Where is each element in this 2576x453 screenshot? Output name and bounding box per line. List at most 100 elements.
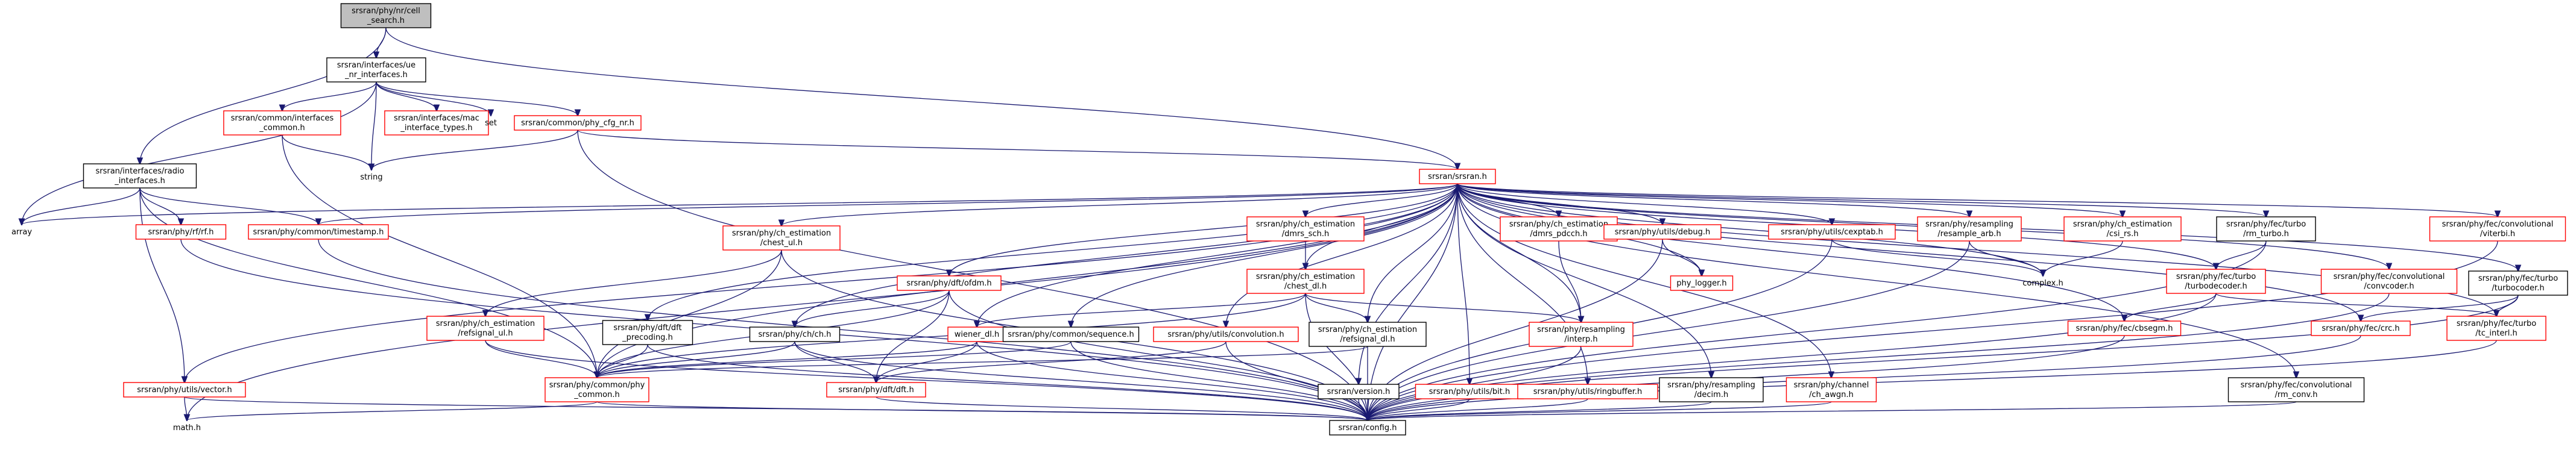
node-timestamp[interactable]: srsran/phy/common/timestamp.h: [248, 224, 389, 240]
edge-rm-conv-to-config: [1368, 401, 2297, 420]
node-label: _common.h: [573, 390, 620, 399]
node-root[interactable]: srsran/phy/nr/cell_search.h: [340, 3, 432, 28]
node-rm-conv[interactable]: srsran/phy/fec/convolutional/rm_conv.h: [2227, 377, 2365, 402]
edge-turbodecoder-to-cbsegm: [2124, 293, 2217, 321]
edge-srsran-h-to-refsignal-dl: [1368, 183, 1458, 322]
node-dft[interactable]: srsran/phy/dft/dft.h: [826, 382, 926, 398]
node-radio-if[interactable]: srsran/interfaces/radio_interfaces.h: [83, 163, 197, 189]
node-label: srsran/phy/rf/rf.h: [148, 228, 213, 237]
node-csi-rs[interactable]: srsran/phy/ch_estimation/csi_rs.h: [2063, 216, 2182, 242]
node-label: srsran/phy/utils/vector.h: [137, 386, 232, 395]
node-interp[interactable]: srsran/phy/resampling/interp.h: [1529, 322, 1634, 347]
node-config[interactable]: srsran/config.h: [1329, 420, 1406, 436]
edge-turbodecoder-to-tc-interl: [2215, 293, 2496, 316]
node-label: /refsignal_ul.h: [458, 329, 513, 338]
node-wiener[interactable]: wiener_dl.h: [947, 326, 1006, 342]
edge-rm-turbo-to-turbodecoder: [2216, 240, 2267, 269]
node-decim[interactable]: srsran/phy/resampling/decim.h: [1659, 377, 1764, 402]
edge-root-to-srsran-h: [385, 27, 1457, 169]
node-label: /rm_turbo.h: [2243, 230, 2289, 239]
node-mac-if[interactable]: srsran/interfaces/mac_interface_types.h: [384, 110, 489, 136]
node-chest-dl[interactable]: srsran/phy/ch_estimation/chest_dl.h: [1246, 269, 1365, 294]
node-dmrs-pdcch[interactable]: srsran/phy/ch_estimation/dmrs_pdcch.h: [1500, 216, 1618, 242]
node-sequence[interactable]: srsran/phy/common/sequence.h: [1002, 326, 1140, 342]
node-label: set: [485, 119, 497, 128]
node-viterbi[interactable]: srsran/phy/fec/convolutional/viterbi.h: [2429, 216, 2566, 242]
node-box: [2311, 320, 2411, 336]
node-box: [135, 224, 227, 240]
edge-ue-nr-if-to-common-if: [282, 81, 377, 111]
node-cexptab[interactable]: srsran/phy/utils/cexptab.h: [1768, 224, 1896, 240]
node-version[interactable]: srsran/version.h: [1318, 384, 1400, 399]
node-label: math.h: [173, 423, 201, 433]
node-box: [1246, 216, 1365, 242]
node-label: srsran/phy/common/sequence.h: [1008, 330, 1134, 339]
node-label: _search.h: [367, 16, 405, 25]
node-bit[interactable]: srsran/phy/utils/bit.h: [1415, 384, 1524, 399]
edge-interp-to-config: [1368, 346, 1582, 420]
node-label: srsran/phy/ch_estimation: [1318, 325, 1417, 334]
node-ofdm[interactable]: srsran/phy/dft/ofdm.h: [897, 275, 1002, 291]
node-label: complex.h: [2022, 279, 2063, 288]
node-dmrs-sch[interactable]: srsran/phy/ch_estimation/dmrs_sch.h: [1246, 216, 1365, 242]
node-box: [514, 115, 642, 131]
node-label: srsran/phy/dft/ofdm.h: [906, 279, 991, 288]
node-tc-interl[interactable]: srsran/phy/fec/turbo/tc_interl.h: [2446, 316, 2546, 341]
node-common-if[interactable]: srsran/common/interfaces_common.h: [223, 110, 341, 136]
node-box: [1415, 384, 1524, 399]
node-box: [1603, 224, 1722, 240]
edge-srsran-h-to-math: [187, 183, 1458, 420]
node-resample-arb[interactable]: srsran/phy/resampling/resample_arb.h: [1917, 216, 2022, 242]
edge-sequence-to-config: [1070, 341, 1368, 420]
node-vector[interactable]: srsran/phy/utils/vector.h: [123, 382, 246, 398]
edge-srsran-h-to-array: [22, 183, 1458, 225]
node-math: math.h: [173, 423, 201, 433]
node-phy-cfg[interactable]: srsran/common/phy_cfg_nr.h: [514, 115, 642, 131]
node-label: srsran/phy/common/phy: [549, 381, 645, 390]
edge-srsran-h-to-sequence: [1071, 183, 1458, 327]
edge-vector-to-math: [185, 396, 187, 420]
edge-srsran-h-to-tc-interl: [1457, 183, 2496, 316]
node-chcfr[interactable]: srsran/phy/ch/ch.h: [749, 326, 841, 342]
node-label: srsran/phy/channel: [1794, 381, 1869, 390]
edge-chest-dl-to-interp: [1305, 293, 1581, 322]
node-srsran-h[interactable]: srsran/srsran.h: [1419, 169, 1496, 184]
node-label: srsran/interfaces/ue: [337, 61, 415, 70]
node-box: [897, 275, 1002, 291]
node-turbocoder[interactable]: srsran/phy/fec/turbo/turbocoder.h: [2468, 270, 2568, 296]
node-label: /dmrs_pdcch.h: [1530, 230, 1587, 239]
node-chest-ul[interactable]: srsran/phy/ch_estimation/chest_ul.h: [722, 225, 841, 251]
edge-tc-interl-to-config: [1368, 340, 2497, 420]
node-phy-common[interactable]: srsran/phy/common/phy_common.h: [545, 377, 649, 402]
node-label: srsran/phy/resampling: [1925, 220, 2013, 229]
node-convcoder[interactable]: srsran/phy/fec/convolutional/convcoder.h: [2320, 269, 2458, 294]
node-dft-precoding[interactable]: srsran/phy/dft/dft_precoding.h: [602, 320, 693, 345]
node-rm-turbo[interactable]: srsran/phy/fec/turbo/rm_turbo.h: [2216, 216, 2316, 242]
node-label: srsran/phy/nr/cell: [352, 7, 420, 16]
node-convolution[interactable]: srsran/phy/utils/convolution.h: [1153, 326, 1299, 342]
node-turbodecoder[interactable]: srsran/phy/fec/turbo/turbodecoder.h: [2166, 269, 2266, 294]
node-ringbuffer[interactable]: srsran/phy/utils/ringbuffer.h: [1517, 384, 1658, 399]
node-label: srsran/phy/utils/debug.h: [1615, 228, 1710, 237]
node-phy-logger[interactable]: phy_logger.h: [1670, 275, 1734, 291]
node-debug[interactable]: srsran/phy/utils/debug.h: [1603, 224, 1722, 240]
edge-ue-nr-if-to-array: [22, 81, 377, 225]
edge-dft-precoding-to-config: [647, 344, 1368, 420]
node-label: srsran/phy/fec/cbsegm.h: [2076, 324, 2173, 333]
node-box: [1670, 275, 1734, 291]
edge-chest-dl-to-wiener: [977, 293, 1306, 327]
node-cbsegm[interactable]: srsran/phy/fec/cbsegm.h: [2067, 320, 2182, 336]
node-rf[interactable]: srsran/phy/rf/rf.h: [135, 224, 227, 240]
edge-convolution-to-dft: [876, 341, 1226, 383]
node-label: srsran/phy/fec/turbo: [2176, 272, 2256, 281]
node-ch-awgn[interactable]: srsran/phy/channel/ch_awgn.h: [1785, 377, 1877, 402]
edge-refsignal-ul-to-config: [485, 340, 1368, 420]
node-crc[interactable]: srsran/phy/fec/crc.h: [2311, 320, 2411, 336]
node-box: [602, 320, 693, 345]
node-refsignal-ul[interactable]: srsran/phy/ch_estimation/refsignal_ul.h: [426, 316, 545, 341]
node-refsignal-dl[interactable]: srsran/phy/ch_estimation/refsignal_dl.h: [1309, 322, 1427, 347]
edge-phy-cfg-to-config: [577, 130, 1368, 420]
node-box: [1785, 377, 1877, 402]
node-box: [1659, 377, 1764, 402]
node-ue-nr-if[interactable]: srsran/interfaces/ue_nr_interfaces.h: [326, 57, 426, 83]
